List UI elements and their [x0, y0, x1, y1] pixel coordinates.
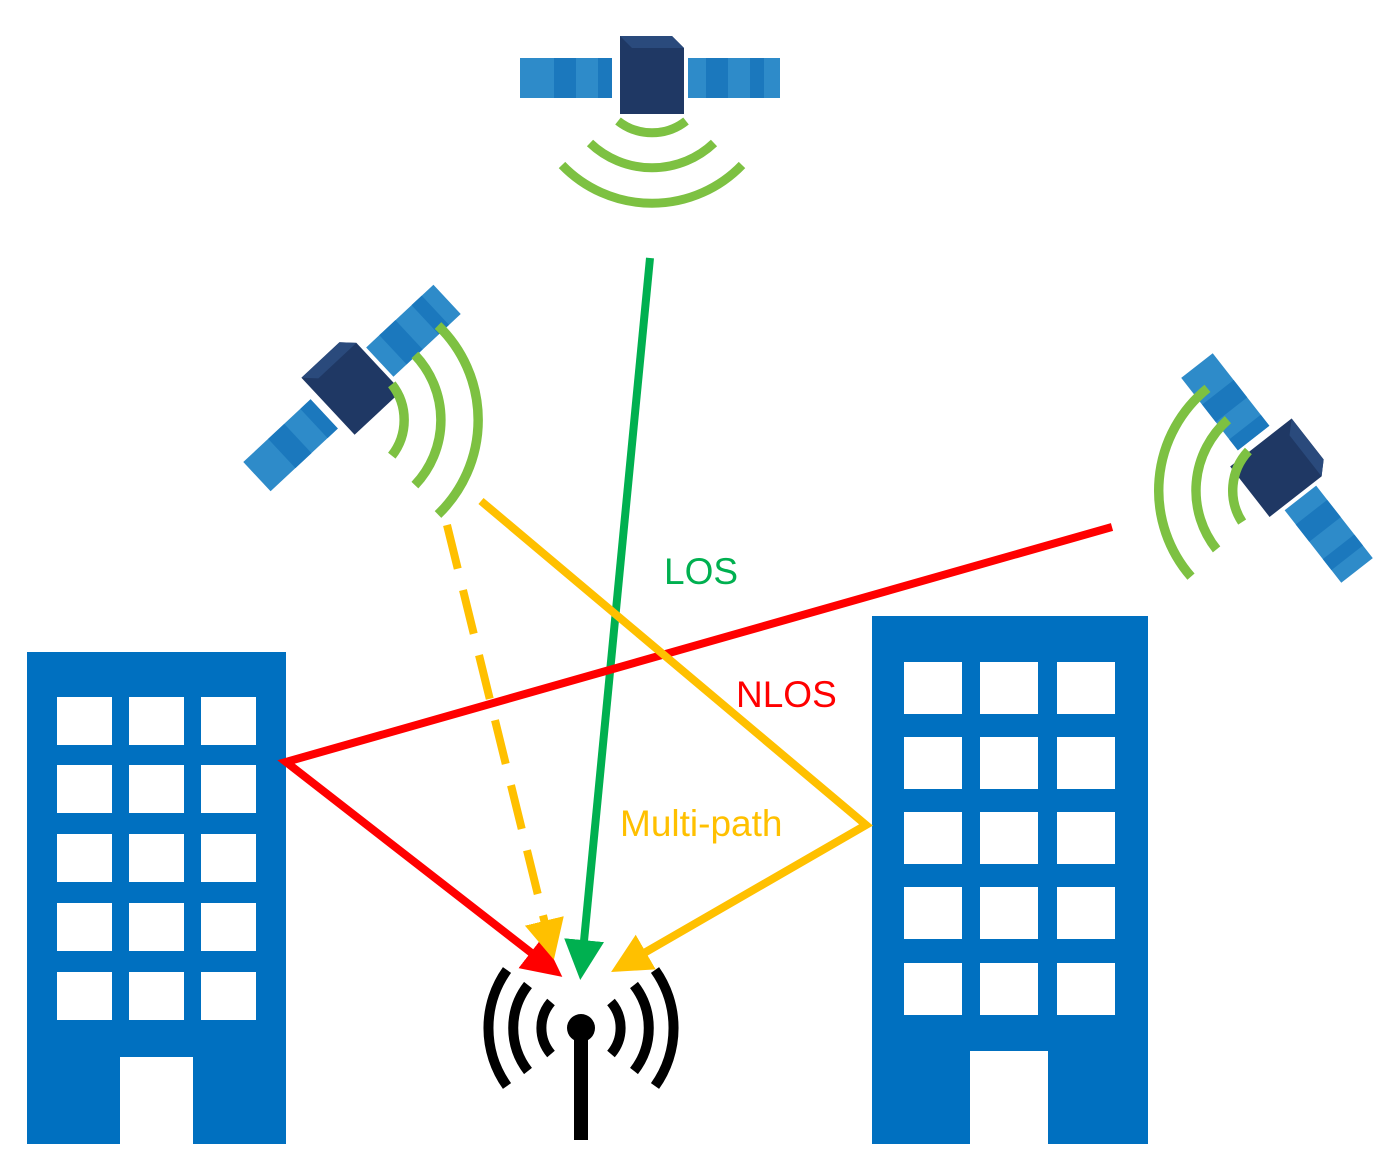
multipath-reflected-path — [478, 497, 873, 972]
multipath-direct-dashed-path — [443, 524, 564, 960]
signal-waves-top-icon — [562, 121, 742, 203]
nlos-signal-path — [277, 523, 1114, 977]
nlos-label: NLOS — [736, 674, 837, 715]
multipath-label: Multi-path — [620, 803, 783, 844]
los-label: LOS — [664, 551, 739, 592]
satellite-top-icon — [520, 36, 780, 114]
building-left-icon — [27, 652, 286, 1144]
building-right-icon — [872, 616, 1148, 1144]
antenna-icon — [483, 967, 679, 1140]
